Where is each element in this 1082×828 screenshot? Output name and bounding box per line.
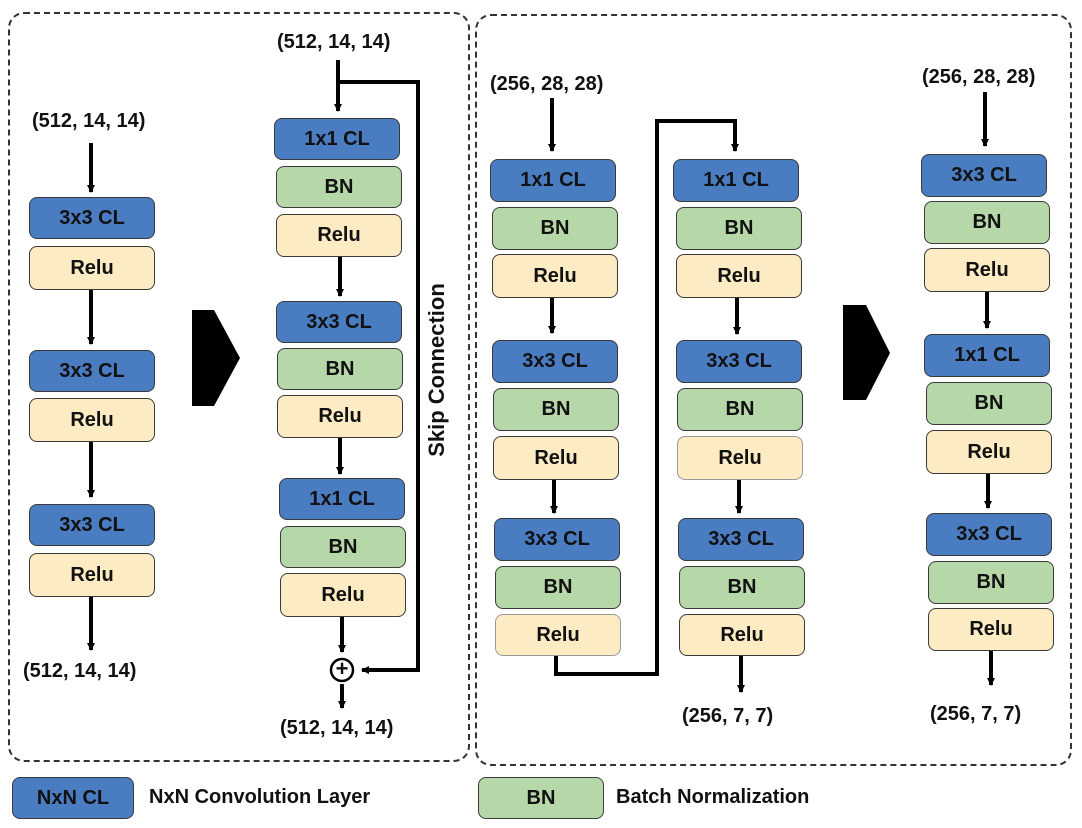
residual-block: 1x1 CL	[279, 478, 405, 520]
residual-block: BN	[277, 348, 403, 390]
stack-a-block: 3x3 CL	[492, 340, 618, 383]
legend-bn-swatch: BN	[478, 777, 604, 819]
add-symbol: +	[335, 656, 349, 681]
legend-bn-text: Batch Normalization	[616, 786, 810, 808]
merged-output-dim: (256, 7, 7)	[930, 703, 1022, 725]
merged-block: 3x3 CL	[921, 154, 1047, 197]
stack-a-block: BN	[493, 388, 619, 431]
merged-block: 3x3 CL	[926, 513, 1052, 556]
residual-block: BN	[280, 526, 406, 568]
stack-b-block: BN	[677, 388, 803, 431]
plain-block: 3x3 CL	[29, 504, 155, 546]
stack-b-block: Relu	[679, 614, 805, 656]
stack-b-block: BN	[676, 207, 802, 250]
bottleneck-output-dim: (256, 7, 7)	[682, 705, 774, 727]
stack-b-block: Relu	[676, 254, 802, 298]
merged-block: Relu	[924, 248, 1050, 292]
panel-bottleneck-stacks	[475, 14, 1072, 766]
bottleneck-input-dim: (256, 28, 28)	[490, 73, 604, 95]
merged-block: Relu	[928, 608, 1054, 651]
merged-block: BN	[924, 201, 1050, 244]
plain-input-dim: (512, 14, 14)	[32, 110, 146, 132]
residual-block: 3x3 CL	[276, 301, 402, 343]
stack-a-block: Relu	[495, 614, 621, 656]
stack-b-block: 3x3 CL	[678, 518, 804, 561]
stack-a-block: Relu	[493, 436, 619, 480]
legend-conv-swatch: NxN CL	[12, 777, 134, 819]
residual-block: Relu	[277, 395, 403, 438]
plain-block: Relu	[29, 398, 155, 442]
merged-block: BN	[928, 561, 1054, 604]
legend-conv-text: NxN Convolution Layer	[149, 786, 371, 808]
merged-block: Relu	[926, 430, 1052, 474]
stack-b-block: 1x1 CL	[673, 159, 799, 202]
transition-arrow-2	[843, 305, 890, 400]
add-node	[329, 657, 355, 683]
stack-a-block: 1x1 CL	[490, 159, 616, 202]
merged-input-dim: (256, 28, 28)	[922, 66, 1036, 88]
residual-block: Relu	[276, 214, 402, 257]
stack-a-block: BN	[492, 207, 618, 250]
merged-block: 1x1 CL	[924, 334, 1050, 377]
stack-a-block: Relu	[492, 254, 618, 298]
plain-block: 3x3 CL	[29, 350, 155, 392]
stack-b-block: BN	[679, 566, 805, 609]
stack-a-block: BN	[495, 566, 621, 609]
transition-arrow-1	[192, 310, 240, 406]
stack-b-block: Relu	[677, 436, 803, 480]
residual-block: BN	[276, 166, 402, 208]
plain-block: 3x3 CL	[29, 197, 155, 239]
residual-block: Relu	[280, 573, 406, 617]
stack-b-block: 3x3 CL	[676, 340, 802, 383]
plain-block: Relu	[29, 553, 155, 597]
stack-a-block: 3x3 CL	[494, 518, 620, 561]
merged-block: BN	[926, 382, 1052, 425]
panel-plain-vs-residual	[8, 12, 470, 762]
plain-block: Relu	[29, 246, 155, 290]
residual-output-dim: (512, 14, 14)	[280, 717, 394, 739]
residual-input-dim: (512, 14, 14)	[277, 31, 391, 53]
plain-output-dim: (512, 14, 14)	[23, 660, 137, 682]
residual-block: 1x1 CL	[274, 118, 400, 160]
